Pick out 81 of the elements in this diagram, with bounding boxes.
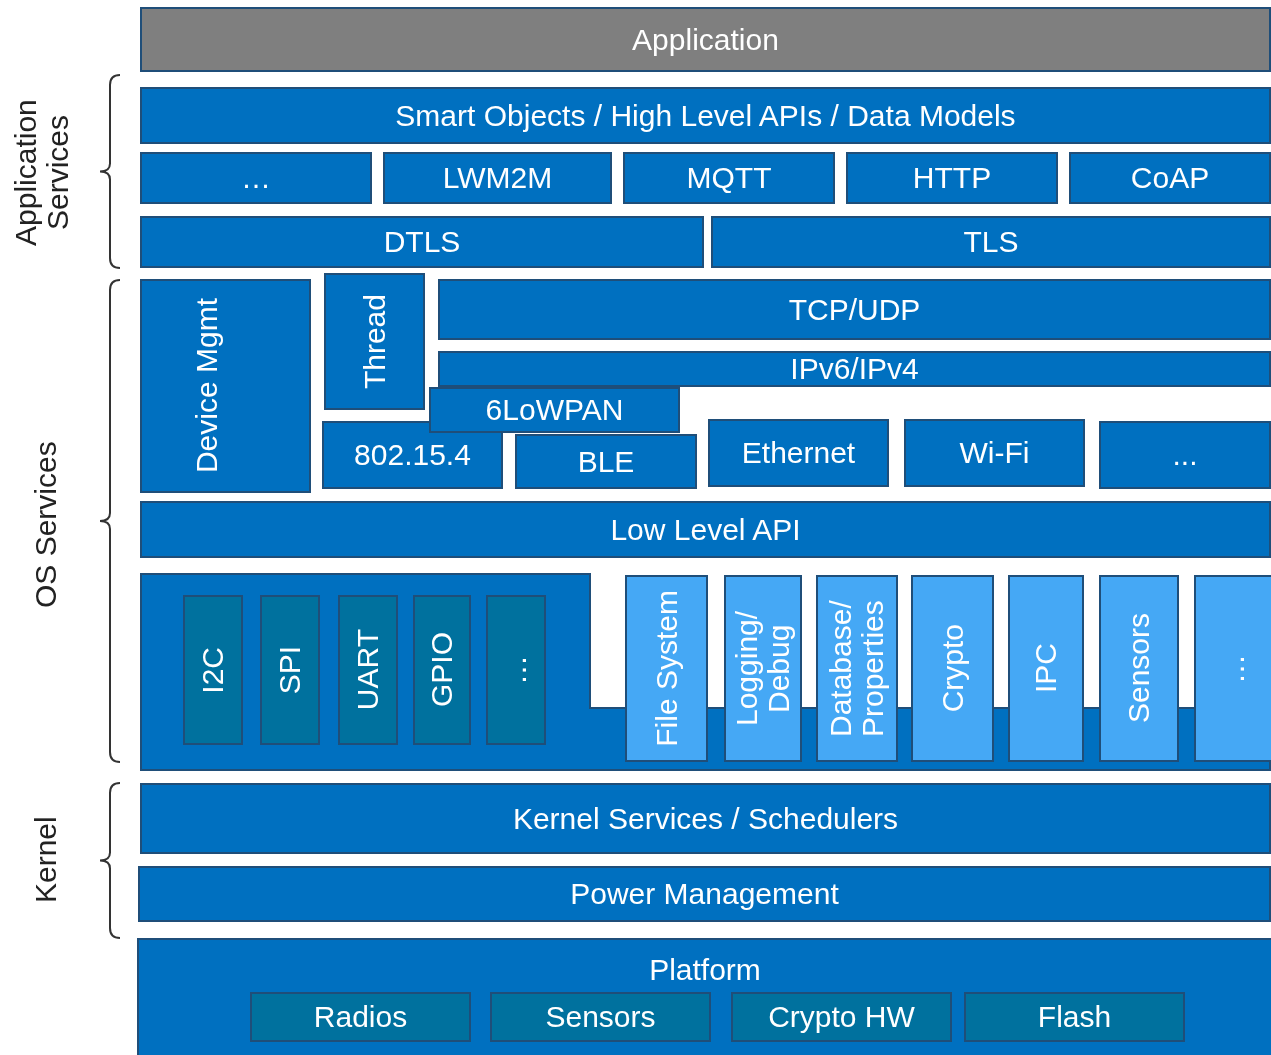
layer-label: Thread [358, 293, 391, 390]
layer-label: Radios [313, 1001, 408, 1033]
layer-label: Kernel Services / Schedulers [512, 802, 899, 835]
layer-label: DTLS [383, 226, 461, 258]
module-box [183, 595, 243, 745]
layer-box [140, 152, 372, 204]
layer-label: IPv6/IPv4 [790, 353, 919, 385]
layer-box [708, 419, 889, 487]
layer-label: Application [632, 23, 779, 56]
section-label: Kernel [30, 815, 63, 906]
layer-label: 6LoWPAN [485, 394, 624, 426]
layer-label: File System [650, 590, 683, 747]
layer-label: Flash [1037, 1001, 1112, 1033]
layer-label: HTTP [912, 162, 992, 194]
layer-label: IPC [1030, 643, 1062, 694]
layer-box [140, 279, 311, 493]
module-box [490, 992, 711, 1042]
layer-box [515, 434, 697, 489]
layer-label: Device Mgmt [190, 298, 224, 474]
layer-label: Smart Objects / High Level APIs / Data Models [395, 99, 1016, 132]
layer-label: … [1217, 653, 1250, 684]
layer-label: Sensors [545, 1001, 656, 1033]
layer-label: … [500, 655, 532, 685]
layer-label: Database/ Properties [825, 599, 889, 739]
layer-box [140, 216, 704, 268]
module-box [731, 992, 952, 1042]
section-label: OS Services [30, 440, 63, 611]
layer-box [846, 152, 1058, 204]
layer-box [1099, 421, 1271, 489]
layer-box [711, 216, 1271, 268]
layer-label: SPI [274, 645, 306, 695]
module-box [338, 595, 398, 745]
layer-label: UART [352, 629, 384, 711]
layer-box [324, 273, 425, 410]
service-box [1194, 575, 1271, 762]
layer-box [140, 7, 1271, 72]
layer-box [140, 783, 1271, 854]
platform-box [137, 938, 1271, 1055]
layer-label: Platform [649, 954, 761, 986]
layer-label: Low Level API [610, 513, 801, 546]
layer-label: GPIO [426, 632, 458, 708]
module-box [250, 992, 471, 1042]
section-label: Application Services [10, 98, 75, 248]
layer-label: Crypto HW [768, 1001, 915, 1033]
service-box [625, 575, 708, 762]
layer-label: 802.15.4 [354, 439, 471, 471]
layer-label: Wi-Fi [959, 437, 1030, 469]
module-box [260, 595, 320, 745]
service-box [1008, 575, 1084, 762]
layer-box [1069, 152, 1271, 204]
layer-box [438, 279, 1271, 340]
layer-label: Logging/ Debug [731, 609, 795, 729]
layer-box [429, 387, 680, 433]
layer-label: Power Management [570, 878, 839, 910]
layer-label: ... [1172, 439, 1198, 471]
layer-label: Crypto [936, 624, 969, 713]
service-box [816, 575, 898, 762]
service-box [724, 575, 802, 762]
layer-label: Sensors [1123, 613, 1155, 724]
service-box [911, 575, 994, 762]
layer-box [623, 152, 835, 204]
layer-label: I2C [197, 646, 229, 694]
layer-box [383, 152, 612, 204]
layer-label: CoAP [1130, 162, 1210, 194]
module-box [964, 992, 1185, 1042]
layer-label: MQTT [686, 162, 772, 194]
module-box [413, 595, 471, 745]
layer-label: TLS [963, 226, 1019, 258]
layer-box [904, 419, 1085, 487]
layer-label: BLE [577, 445, 635, 478]
layer-box [438, 351, 1271, 387]
layer-label: TCP/UDP [788, 293, 921, 326]
layer-label: Ethernet [741, 437, 856, 469]
layer-box [138, 866, 1271, 922]
module-box [486, 595, 546, 745]
layer-box [140, 501, 1271, 558]
layer-box [140, 87, 1271, 144]
service-box [1099, 575, 1179, 762]
layer-label: LWM2M [442, 162, 553, 194]
layer-label: … [241, 162, 271, 194]
layer-box [322, 421, 503, 489]
